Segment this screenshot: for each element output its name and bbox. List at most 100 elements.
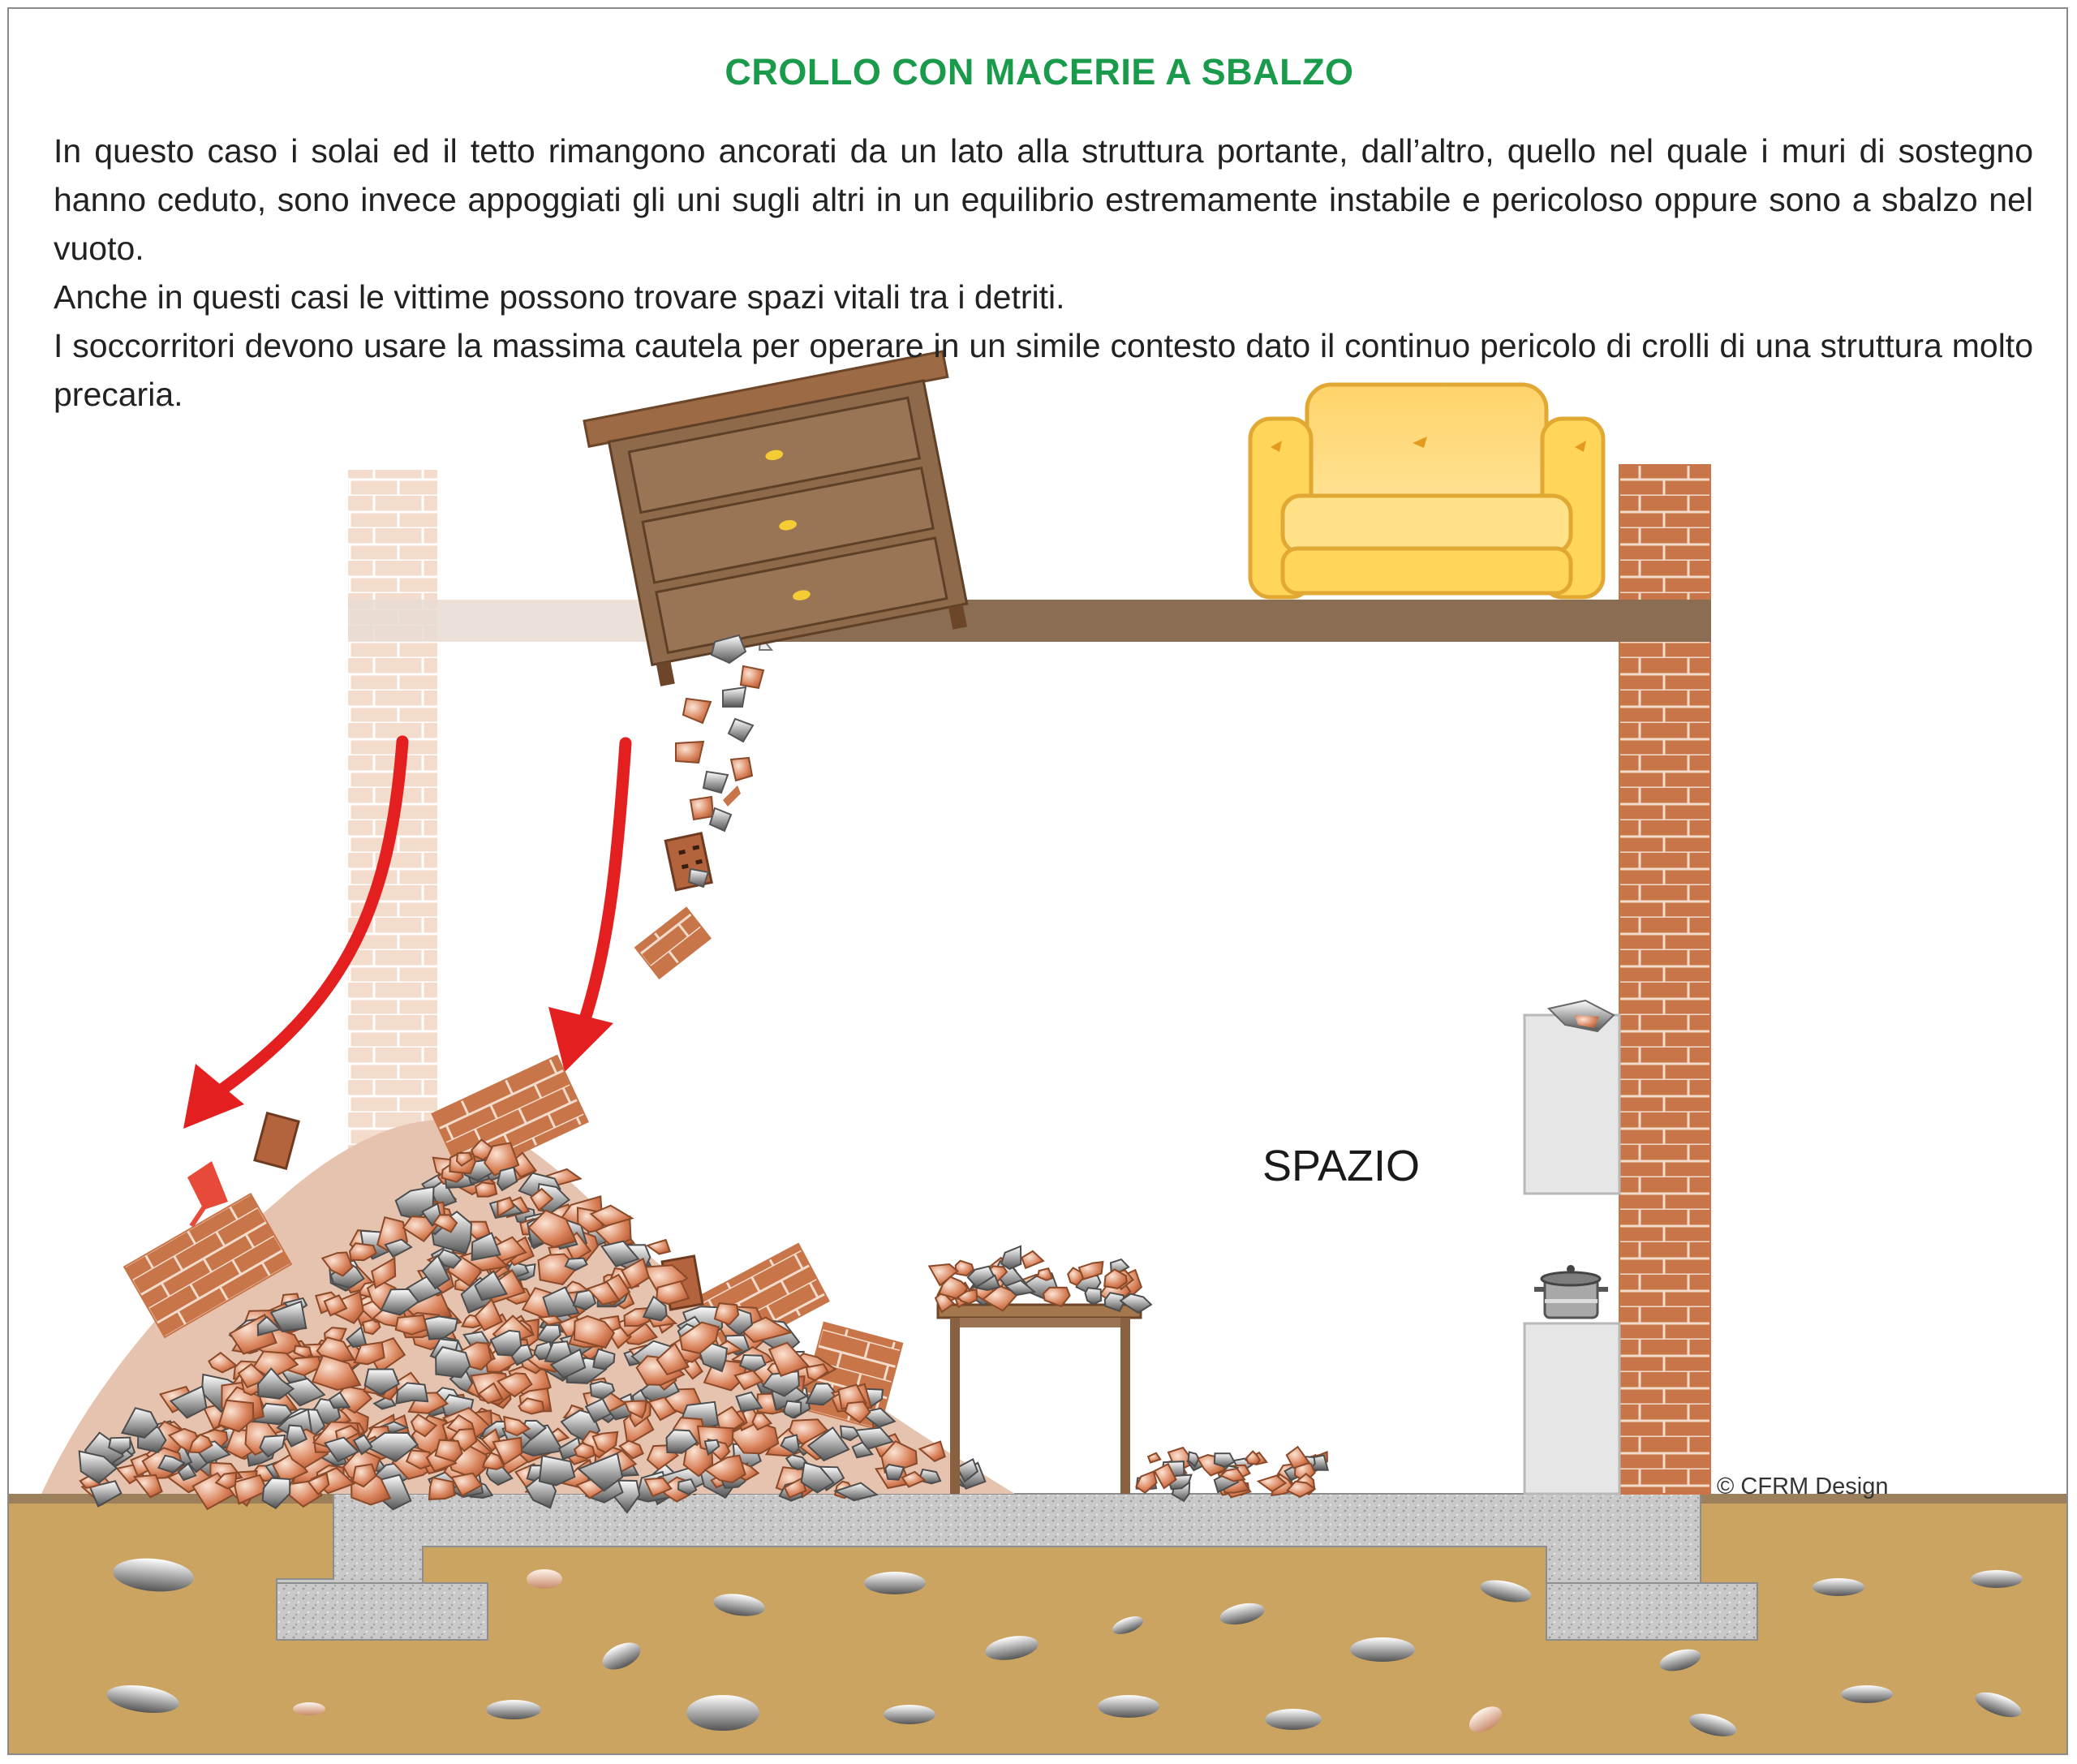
rubble-fragment <box>1146 1452 1162 1464</box>
rubble-fragment <box>1219 1467 1246 1482</box>
space-label: SPAZIO <box>1262 1142 1421 1190</box>
rubble-fragment <box>395 1382 429 1405</box>
rubble-fragment <box>642 1295 668 1322</box>
rubble-fragment <box>800 1461 835 1494</box>
rubble-fragment <box>428 1477 456 1500</box>
rubble-fragment <box>1245 1450 1262 1465</box>
rubble-fragment <box>623 1400 647 1419</box>
rubble-fragment <box>851 1441 875 1459</box>
rubble-fragment <box>380 1288 420 1316</box>
rubble-fragment <box>450 1427 478 1452</box>
rubble-fragment <box>839 1425 862 1442</box>
rubble-fragment <box>954 1259 974 1277</box>
rubble-fragment <box>410 1413 438 1438</box>
rubble-fragment <box>665 1429 699 1454</box>
rubble-fragment <box>589 1204 634 1228</box>
rubble-fragment <box>643 1477 673 1498</box>
rubble-fragment <box>584 1397 612 1423</box>
kitchen-cabinet <box>1523 999 1621 1495</box>
rubble-fragment <box>1187 1451 1200 1469</box>
rubble-fragment <box>1036 1267 1054 1281</box>
rubble-fragment <box>346 1326 368 1348</box>
rubble-fragment <box>884 1463 905 1481</box>
right-footing <box>1546 1582 1758 1641</box>
diagram-frame: CROLLO CON MACERIE A SBALZO In questo ca… <box>7 7 2068 1755</box>
rubble-fragment <box>371 1256 397 1289</box>
rubble-fragment <box>854 1426 895 1451</box>
rubble-fragment <box>311 1354 362 1392</box>
rubble-fragment <box>788 1418 829 1446</box>
rubble-fragment <box>805 1383 838 1406</box>
rubble-fragment <box>538 1455 576 1486</box>
credit-label: © CFRM Design <box>1717 1474 1889 1499</box>
rubble-fragment <box>1285 1445 1311 1469</box>
rubble-fragment <box>738 1353 767 1373</box>
rubble-fragment <box>323 1436 360 1463</box>
rubble-fragment <box>421 1254 451 1290</box>
rubble-fragment <box>591 1431 619 1454</box>
soil-stones <box>106 1558 2023 1736</box>
rubble-fragment <box>503 1415 531 1437</box>
rubble-fragment <box>1103 1268 1128 1289</box>
rubble-fragment <box>78 1450 118 1484</box>
floor-debris <box>1135 1445 1330 1503</box>
rubble-fragment <box>751 1412 773 1431</box>
rubble-fragment <box>901 1470 927 1488</box>
rubble-fragment <box>1084 1287 1103 1306</box>
rubble-fragment <box>535 1324 561 1345</box>
rubble-fragment <box>208 1351 239 1374</box>
rubble-fragment <box>518 1397 545 1415</box>
rubble-fragment <box>780 1434 800 1455</box>
rubble-fragment <box>394 1314 428 1336</box>
rubble-fragment <box>1021 1250 1045 1270</box>
rubble-fragment <box>256 1315 282 1337</box>
rubble-fragment <box>471 1232 501 1262</box>
rubble-fragment <box>120 1407 159 1439</box>
rubble-fragment <box>1119 1293 1153 1314</box>
rubble-fragment <box>259 1434 286 1458</box>
rubble-fragment <box>1077 1260 1104 1280</box>
rubble-fragment <box>177 1462 197 1482</box>
rubble-fragment <box>474 1181 498 1198</box>
rubble-fragment <box>352 1434 373 1456</box>
falling-arrow-icon <box>183 735 409 1129</box>
left-footing <box>276 1582 488 1641</box>
rubble-fragment <box>768 1341 811 1377</box>
rubble-fragment <box>574 1442 596 1460</box>
collapse-illustration <box>9 350 2066 1753</box>
rubble-fragment <box>482 1452 505 1470</box>
rubble-fragment <box>703 1439 720 1456</box>
rubble-fragment <box>586 1280 621 1306</box>
rubble-fragment <box>286 1424 308 1448</box>
rubble-fragment <box>351 1463 377 1488</box>
rubble-fragment <box>323 1294 348 1317</box>
paragraph-1: In questo caso i solai ed il tetto riman… <box>54 132 2033 267</box>
rubble-fragment <box>1213 1452 1236 1468</box>
rubble-fragment <box>549 1348 587 1379</box>
armchair-icon <box>1248 382 1606 600</box>
rubble-fragment <box>384 1238 413 1258</box>
rubble-fragment <box>484 1142 520 1177</box>
rubble-fragment <box>363 1368 400 1396</box>
paragraph-3: I soccorritori devono usare la massima c… <box>54 327 2033 413</box>
rubble-fragment <box>956 1289 978 1305</box>
rubble-fragment <box>450 1472 483 1497</box>
rubble-fragment <box>492 1436 523 1466</box>
cooking-pot-icon <box>1534 1265 1608 1319</box>
rubble-fragment <box>261 1477 291 1509</box>
rubble-fragment <box>733 1369 764 1391</box>
rubble-fragment <box>1153 1462 1177 1490</box>
description-text: In questo caso i solai ed il tetto riman… <box>54 127 2033 419</box>
rubble-fragment <box>735 1391 763 1413</box>
rubble-fragment <box>132 1474 163 1499</box>
rubble-fragment <box>329 1262 365 1289</box>
rubble-fragment <box>1067 1267 1085 1287</box>
rubble-fragment <box>679 1321 720 1354</box>
paragraph-2: Anche in questi casi le vittime possono … <box>54 278 1065 316</box>
rubble-fragment <box>307 1472 330 1496</box>
rubble-fragment <box>497 1196 515 1218</box>
rubble-fragment <box>1004 1279 1037 1297</box>
rubble-fragments <box>78 1138 987 1514</box>
rubble-fragment <box>655 1280 690 1306</box>
falling-debris <box>634 634 765 980</box>
